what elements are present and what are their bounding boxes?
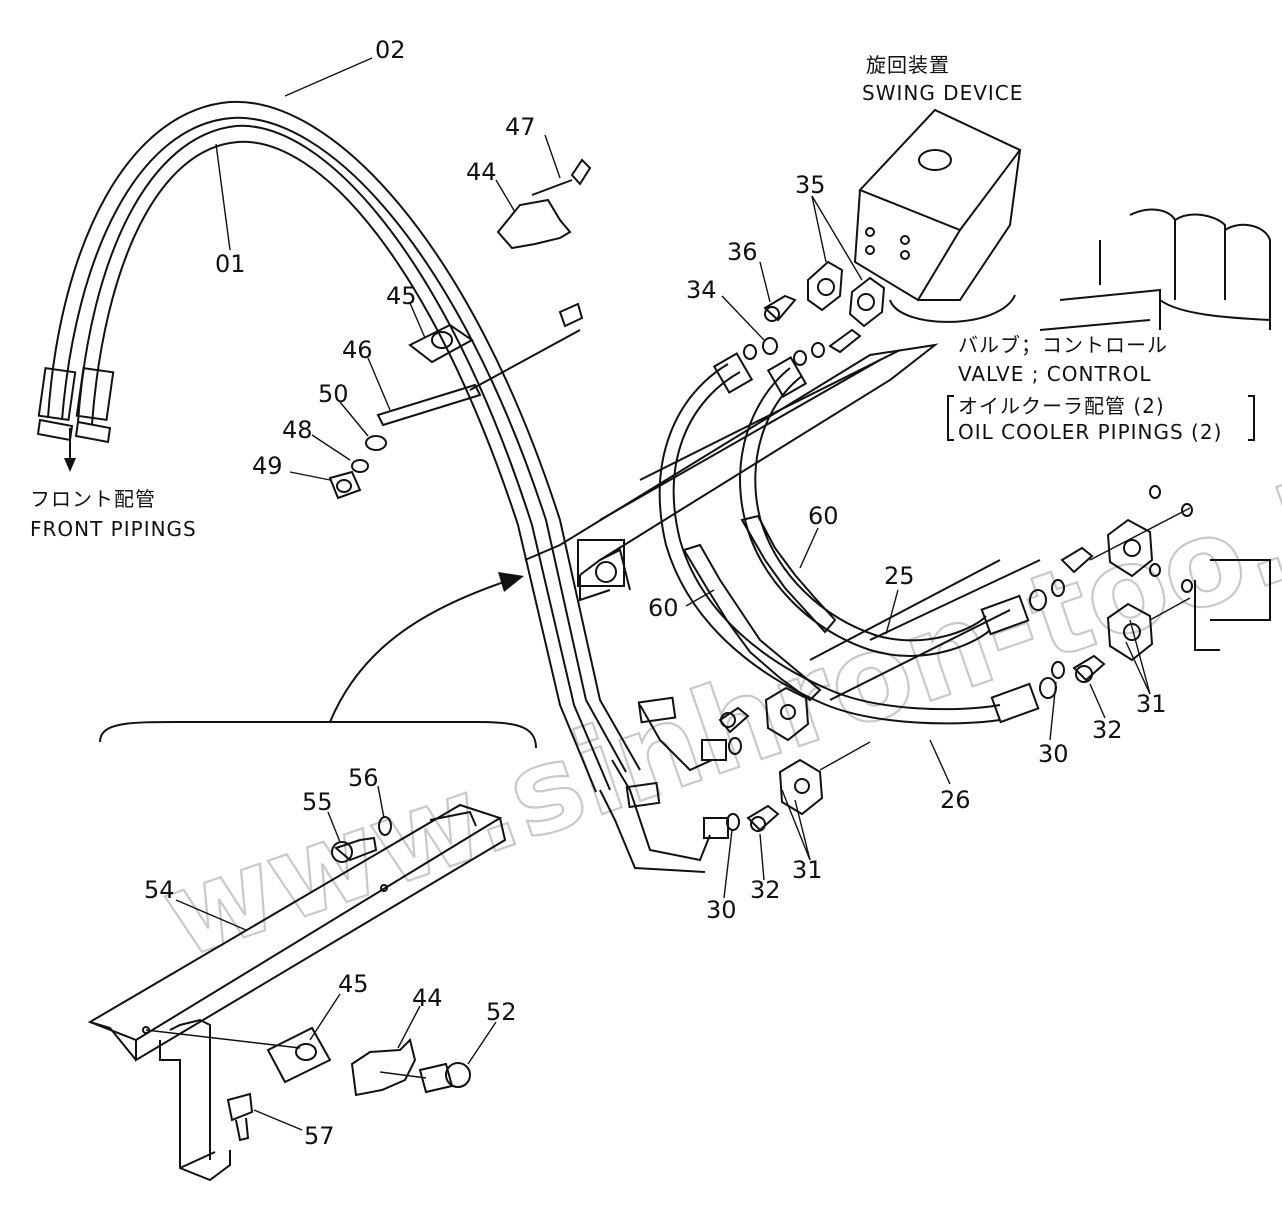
hose-01-02 [36, 100, 713, 873]
oil-cooler-jp: オイルクーラ配管 (2) [958, 394, 1165, 418]
label-57: 57 [304, 1122, 335, 1150]
label-31-center: 31 [792, 856, 823, 884]
label-60-right: 60 [808, 502, 839, 530]
center-flanges [701, 686, 871, 839]
front-arrow [64, 458, 76, 472]
hose-25-26 [658, 344, 1065, 725]
swing-device-jp: 旋回装置 [866, 53, 950, 77]
label-02: 02 [375, 36, 406, 64]
detail-arrow-line [329, 579, 511, 723]
label-30-right: 30 [1038, 740, 1069, 768]
label-32-right: 32 [1092, 716, 1123, 744]
swing-device-en: SWING DEVICE [862, 81, 1023, 105]
label-26: 26 [940, 786, 971, 814]
front-pipings-jp: フロント配管 [30, 487, 156, 511]
label-54: 54 [144, 876, 175, 904]
label-31-right: 31 [1136, 690, 1167, 718]
control-valve-en: VALVE ; CONTROL [958, 362, 1151, 386]
upper-bracket [328, 158, 592, 500]
label-36: 36 [727, 238, 758, 266]
label-50: 50 [318, 380, 349, 408]
label-35: 35 [795, 171, 826, 199]
detail-arrowhead [498, 572, 524, 592]
label-44-bottom: 44 [412, 984, 443, 1012]
label-46: 46 [342, 336, 373, 364]
label-44-top: 44 [466, 158, 497, 186]
oil-cooler-en: OIL COOLER PIPINGS (2) [958, 420, 1222, 444]
detail-bracket [99, 721, 537, 749]
control-valve [1039, 208, 1271, 651]
label-49: 49 [252, 452, 283, 480]
lower-bracket [87, 803, 507, 1182]
front-pipings-en: FRONT PIPINGS [30, 517, 197, 541]
label-47: 47 [505, 113, 536, 141]
swing-device [762, 108, 1022, 358]
label-45-top: 45 [386, 282, 417, 310]
label-45-bottom: 45 [338, 970, 369, 998]
label-34: 34 [686, 276, 717, 304]
label-01: 01 [215, 250, 246, 278]
label-52: 52 [486, 998, 517, 1026]
label-48: 48 [282, 416, 313, 444]
label-56: 56 [348, 764, 379, 792]
label-30-center: 30 [706, 896, 737, 924]
label-60-left: 60 [648, 594, 679, 622]
control-valve-jp: バルブ；コントロール [958, 333, 1168, 357]
label-32-center: 32 [750, 876, 781, 904]
right-flanges [1060, 507, 1191, 683]
label-55: 55 [302, 788, 333, 816]
label-25: 25 [884, 562, 915, 590]
